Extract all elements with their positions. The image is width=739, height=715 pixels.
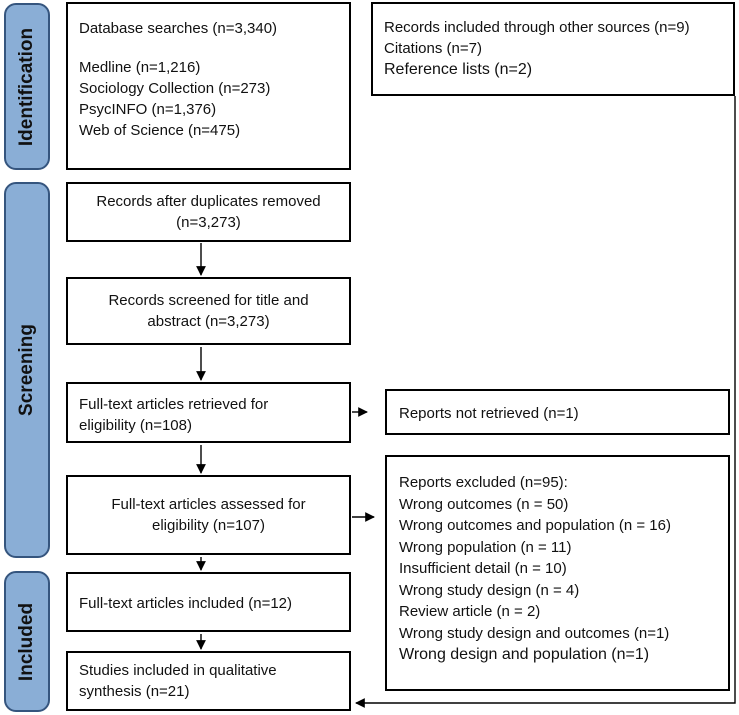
fulltext-included-box: Full-text articles included (n=12) xyxy=(66,572,351,632)
source-web-of-science: Web of Science (n=475) xyxy=(79,122,241,139)
duplicates-removed-line2: (n=3,273) xyxy=(176,214,241,231)
excluded-reason: Wrong outcomes (n = 50) xyxy=(399,495,569,513)
assessed-box: Full-text articles assessed for eligibil… xyxy=(66,475,351,555)
title-abstract-line1: Records screened for title and xyxy=(108,292,309,309)
database-searches-title: Database searches (n=3,340) xyxy=(79,20,278,37)
title-abstract-box: Records screened for title and abstract … xyxy=(66,277,351,345)
other-sources-box: Records included through other sources (… xyxy=(371,2,735,96)
reports-excluded-box: Reports excluded (n=95): Wrong outcomes … xyxy=(385,455,730,691)
source-medline: Medline (n=1,216) xyxy=(79,59,201,76)
not-retrieved-box: Reports not retrieved (n=1) xyxy=(385,389,730,435)
source-psycinfo: PsycINFO (n=1,376) xyxy=(79,101,217,118)
fulltext-included-text: Full-text articles included (n=12) xyxy=(79,595,293,612)
assessed-line2: eligibility (n=107) xyxy=(152,517,265,534)
phase-screening: Screening xyxy=(4,182,50,558)
excluded-reason: Review article (n = 2) xyxy=(399,603,541,620)
retrieved-box: Full-text articles retrieved for eligibi… xyxy=(66,382,351,443)
excluded-reason: Wrong design and population (n=1) xyxy=(399,646,650,663)
arrow-other-sources-to-synthesis xyxy=(355,96,736,708)
phase-identification: Identification xyxy=(4,3,50,170)
retrieved-line1: Full-text articles retrieved for xyxy=(79,396,269,413)
other-sources-title: Records included through other sources (… xyxy=(384,19,690,36)
qualitative-line1: Studies included in qualitative xyxy=(79,662,277,679)
excluded-reason: Insufficient detail (n = 10) xyxy=(399,560,567,577)
excluded-title: Reports excluded (n=95): xyxy=(399,474,568,491)
source-reference-lists: Reference lists (n=2) xyxy=(384,61,533,78)
database-searches-box: Database searches (n=3,340) Medline (n=1… xyxy=(66,2,351,170)
excluded-reason: Wrong study design (n = 4) xyxy=(399,581,580,599)
title-abstract-line2: abstract (n=3,273) xyxy=(147,313,270,330)
source-sociology: Sociology Collection (n=273) xyxy=(79,80,271,97)
duplicates-removed-box: Records after duplicates removed (n=3,27… xyxy=(66,182,351,242)
duplicates-removed-line1: Records after duplicates removed xyxy=(96,193,321,210)
retrieved-line2: eligibility (n=108) xyxy=(79,417,192,434)
assessed-line1: Full-text articles assessed for xyxy=(111,496,306,513)
qualitative-synthesis-box: Studies included in qualitative synthesi… xyxy=(66,651,351,711)
phase-included: Included xyxy=(4,571,50,712)
qualitative-line2: synthesis (n=21) xyxy=(79,683,190,700)
excluded-reason: Wrong study design and outcomes (n=1) xyxy=(399,624,670,642)
excluded-reason: Wrong outcomes and population (n = 16) xyxy=(399,517,671,534)
excluded-reason: Wrong population (n = 11) xyxy=(399,538,572,556)
source-citations: Citations (n=7) xyxy=(384,40,482,57)
not-retrieved-text: Reports not retrieved (n=1) xyxy=(399,405,579,422)
